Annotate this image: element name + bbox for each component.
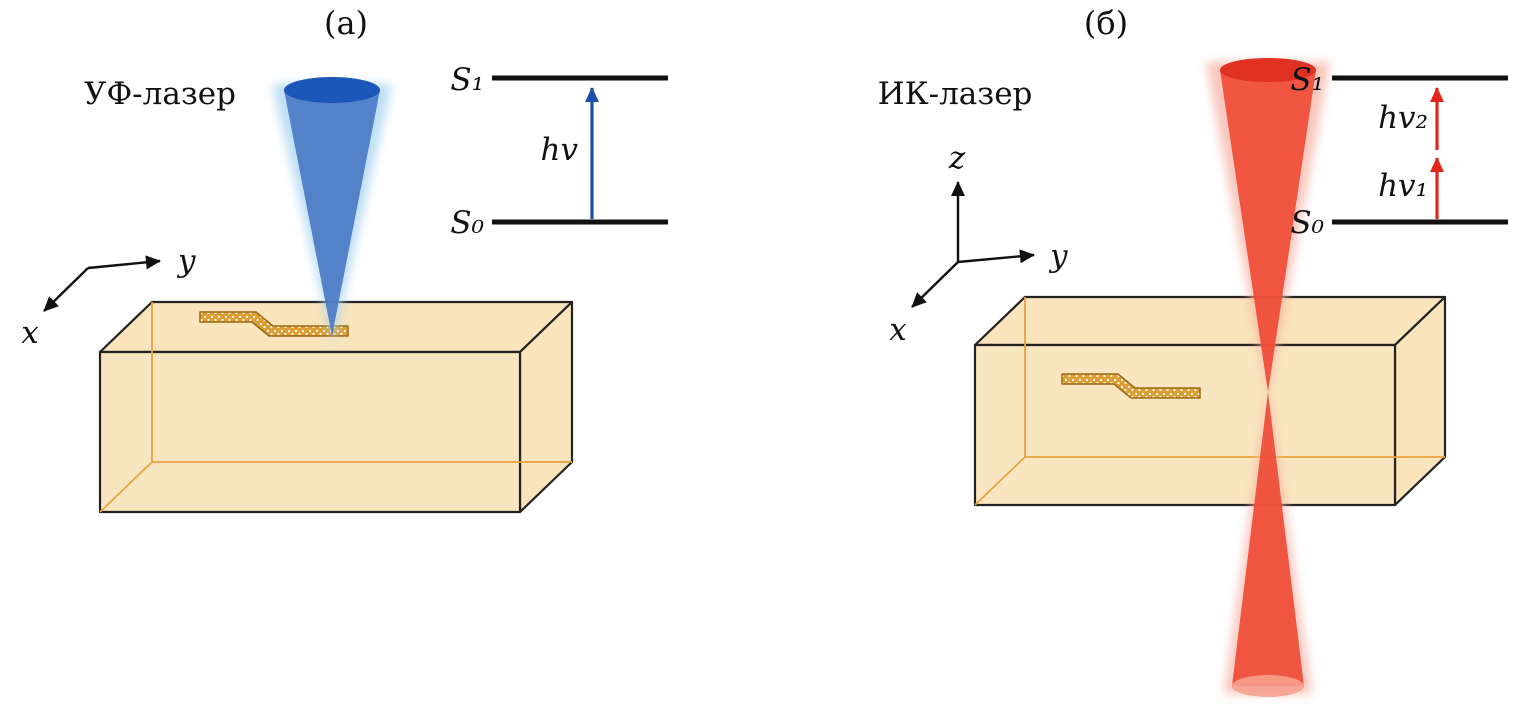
block-b-top-face (973, 295, 1447, 347)
axis-a-y-label: y (176, 243, 196, 279)
level-s0-label-b: S₀ (1290, 205, 1324, 241)
axis-b-y-arrow (957, 249, 1035, 264)
uv-beam-cone (284, 90, 380, 336)
axis-b-z-label: z (948, 140, 966, 176)
axis-b-y-label: y (1048, 238, 1068, 274)
ir-beam-bottom-tip (1232, 675, 1304, 697)
block-b-hidden-edge-depth (974, 456, 1026, 506)
ir-beam-lower-cone (1232, 392, 1304, 686)
written-structure-a (199, 311, 349, 337)
block-b-front-face (973, 343, 1397, 507)
block-a-hidden-edge-depth (99, 461, 153, 513)
ir-beam-upper-cone (1220, 70, 1316, 392)
axis-b-x-label: x (889, 312, 907, 348)
ir-beam-lens (1220, 58, 1316, 82)
level-s0-label-a: S₀ (450, 205, 484, 241)
panel-a: (а) УФ-лазер y x (21, 4, 668, 514)
block-a-hidden-edges (99, 302, 572, 513)
level-s1-label-a: S₁ (450, 62, 484, 98)
transition-label-1-b: hv₁ (1378, 168, 1428, 204)
panel-a-title: (а) (324, 4, 368, 42)
block-b-hidden-edges (974, 297, 1445, 506)
sample-block-a (98, 300, 574, 514)
axis-a-x-label: x (21, 315, 39, 351)
axes-a: y x (21, 243, 196, 351)
panel-b: (б) ИК-лазер z y x (878, 4, 1508, 697)
transition-label-2-b: hv₂ (1378, 100, 1428, 136)
block-a-front-face (98, 350, 522, 514)
axis-a-y-arrow (87, 255, 161, 270)
axes-b: z y x (889, 140, 1068, 348)
energy-diagram-a: S₁ S₀ hv (450, 62, 668, 241)
uv-laser-label: УФ-лазер (84, 76, 236, 112)
axis-a-x-arrow (43, 267, 89, 312)
axis-b-x-arrow (911, 261, 959, 308)
sample-block-b (973, 295, 1447, 507)
panel-b-title: (б) (1084, 4, 1128, 42)
level-s1-label-b: S₁ (1290, 62, 1324, 98)
written-structure-b (1061, 373, 1201, 399)
uv-beam-lens (284, 77, 380, 103)
transition-label-a: hv (541, 132, 579, 168)
ir-beam-b (1206, 58, 1330, 697)
energy-diagram-b: S₁ S₀ hv₂ hv₁ (1290, 62, 1508, 241)
uv-beam-a (272, 77, 392, 344)
ir-laser-label: ИК-лазер (878, 76, 1033, 112)
